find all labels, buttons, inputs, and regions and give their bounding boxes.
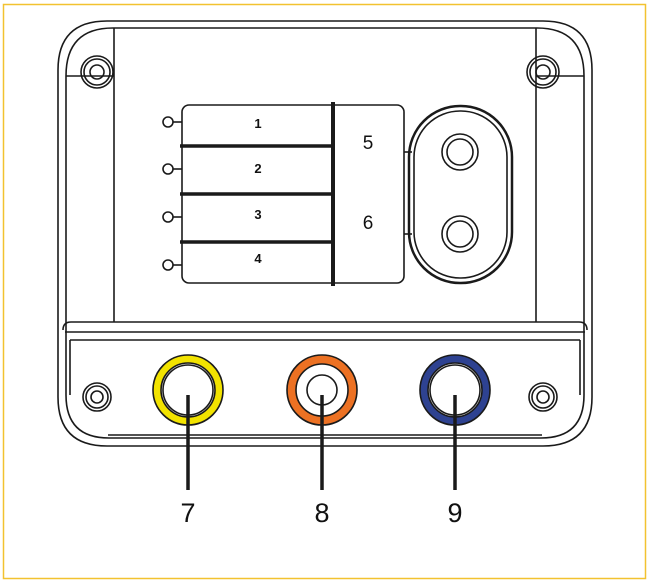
frame-border: [2, 3, 647, 580]
screw-top-left: [80, 55, 114, 89]
button-up[interactable]: [441, 133, 479, 171]
key-label-6: 6: [363, 213, 374, 234]
port-8-orange: [286, 354, 358, 426]
key-label-3: 3: [254, 207, 261, 222]
bottom-panel: [62, 321, 588, 436]
screw-bottom-right: [528, 382, 558, 412]
led-2: [162, 163, 182, 175]
key-label-5: 5: [363, 133, 374, 154]
led-1: [162, 116, 182, 128]
screw-top-right: [526, 55, 560, 89]
key-label-2: 2: [254, 161, 261, 176]
port-label-7: 7: [180, 498, 195, 528]
key-label-4: 4: [254, 251, 262, 266]
button-down[interactable]: [441, 215, 479, 253]
port-9-blue: [419, 354, 491, 426]
key-label-1: 1: [254, 116, 261, 131]
keypad: [180, 102, 405, 286]
port-7-yellow: [152, 354, 224, 426]
port-label-8: 8: [314, 498, 329, 528]
screw-bottom-left: [82, 382, 112, 412]
port-label-9: 9: [447, 498, 462, 528]
oval-control-housing: [404, 104, 514, 285]
device-body: [57, 20, 593, 447]
led-4: [162, 259, 182, 271]
led-3: [162, 211, 182, 223]
